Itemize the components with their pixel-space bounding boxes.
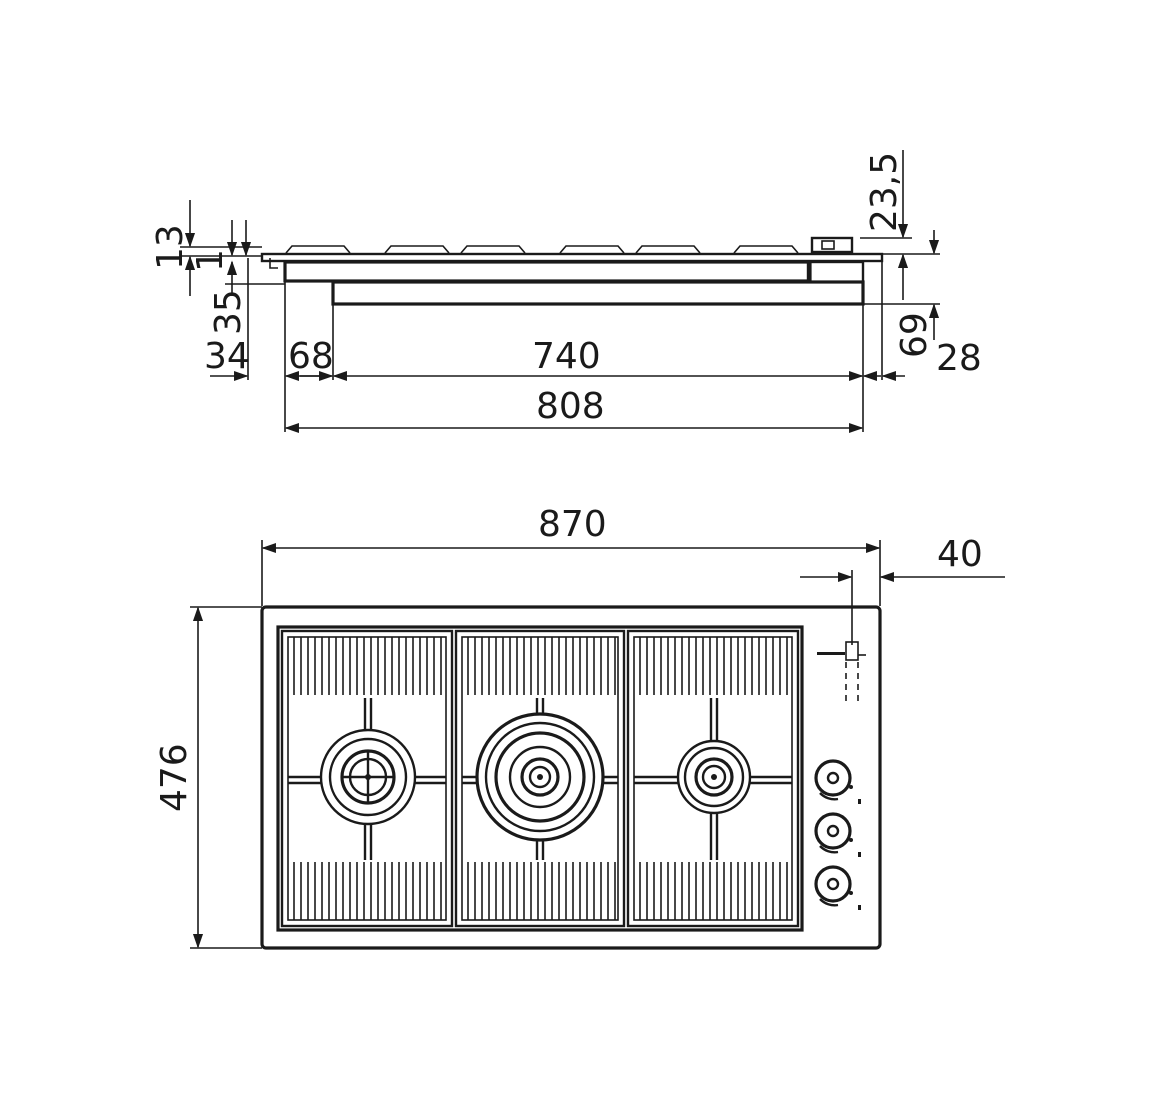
- side-frame: [283, 260, 812, 283]
- dim-13: 13: [150, 224, 191, 270]
- top-burner-area: [276, 625, 804, 932]
- center-grate: [454, 629, 626, 928]
- dim-740: 740: [532, 336, 601, 377]
- side-lower-box: [331, 280, 865, 306]
- dim-40: 40: [937, 534, 983, 575]
- dim-68: 68: [288, 336, 334, 377]
- knob-3: [814, 865, 861, 910]
- knob-1: [814, 759, 861, 804]
- side-knob: [810, 236, 854, 254]
- side-left-flange: [269, 258, 278, 269]
- burner-left: [319, 728, 417, 826]
- top-glass-outline: [260, 605, 882, 950]
- left-grate: [280, 629, 454, 928]
- side-grates: [285, 245, 799, 254]
- dim-23-5: 23,5: [864, 152, 905, 232]
- dim-870: 870: [538, 504, 607, 545]
- grate-slats: [293, 637, 788, 920]
- side-glass-plate: [260, 252, 884, 263]
- top-view: 870 40 476: [154, 504, 1005, 950]
- burner-center: [475, 712, 605, 842]
- dim-34: 34: [204, 336, 250, 377]
- knob-2: [814, 812, 861, 857]
- control-marker-dashed: [845, 662, 859, 705]
- brand-logo: [817, 641, 866, 661]
- dim-808: 808: [536, 386, 605, 427]
- dim-1: 1: [190, 249, 231, 272]
- right-grate: [626, 629, 800, 928]
- side-view: 13 1 35 34 68 740 808 23,5 69 28: [150, 150, 982, 434]
- side-control-housing: [806, 260, 865, 284]
- dim-28: 28: [936, 338, 982, 379]
- burner-right: [676, 739, 752, 815]
- dim-69: 69: [894, 312, 935, 358]
- dim-35: 35: [208, 289, 249, 335]
- dim-476: 476: [154, 743, 195, 812]
- side-knob-inner: [821, 240, 835, 250]
